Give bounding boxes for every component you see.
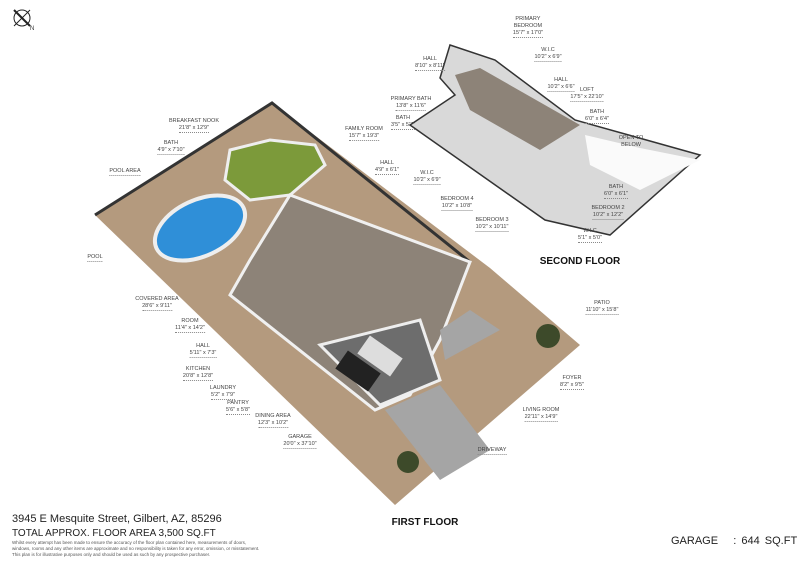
disclaimer-line: This plan is for illustrative purposes o… (12, 552, 211, 557)
driveway (385, 385, 490, 480)
garage-area-value: 644 SQ.FT (741, 535, 798, 547)
open-to-below (585, 135, 700, 190)
second-floor-carpet (455, 68, 580, 150)
disclaimer-line: Whilst every attempt has been made to en… (12, 540, 247, 545)
room-label: OPEN TO BELOW (618, 135, 644, 148)
tree (536, 324, 560, 348)
north-arrow-icon: N (10, 6, 40, 41)
lawn (223, 138, 327, 202)
car (357, 335, 403, 377)
patio-walk (440, 310, 500, 360)
car (335, 350, 381, 392)
tree (397, 451, 419, 473)
first-floor-title: FIRST FLOOR (391, 517, 459, 528)
property-address: 3945 E Mesquite Street, Gilbert, AZ, 852… (12, 513, 222, 525)
room-label: POOL (87, 254, 103, 262)
total-floor-area: TOTAL APPROX. FLOOR AREA 3,500 SQ.FT (12, 528, 216, 539)
disclaimer-line: windows, rooms and any other items are a… (12, 546, 260, 551)
north-label: N (30, 26, 35, 32)
pool (152, 193, 248, 263)
room-label: POOL AREA (109, 168, 141, 176)
garage-area-separator: : (733, 535, 737, 547)
second-floor-title: SECOND FLOOR (539, 256, 621, 267)
lot-wall (94, 101, 471, 264)
garage-area: GARAGE : 644 SQ.FT (671, 535, 797, 547)
room-label: DRIVEWAY (477, 447, 507, 455)
garage-area-label: GARAGE (671, 535, 719, 547)
